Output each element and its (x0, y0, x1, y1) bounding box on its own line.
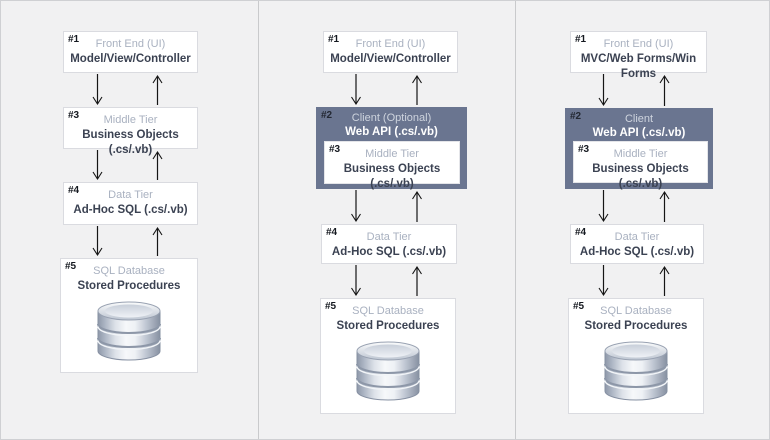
col2-middle-tier-box: #3 Middle Tier Business Objects (.cs/.vb… (324, 141, 460, 190)
col1-sql-database-box: #5 SQL Database Stored Procedures (60, 258, 198, 373)
box-subtitle: Business Objects (.cs/.vb) (592, 163, 689, 190)
box-title: Data Tier (614, 231, 660, 243)
box-title: Client (Optional) (351, 112, 432, 124)
box-title: Front End (UI) (95, 38, 166, 50)
box-number: #3 (68, 110, 80, 121)
box-subtitle: Model/View/Controller (330, 53, 451, 65)
box-subtitle: Business Objects (.cs/.vb) (82, 129, 179, 156)
col2-client-box: #2 Client (Optional) Web API (.cs/.vb) #… (316, 107, 467, 190)
panel-divider (515, 1, 516, 439)
box-subtitle: Model/View/Controller (70, 53, 191, 65)
col3-data-tier-box: #4 Data Tier Ad-Hoc SQL (.cs/.vb) (570, 224, 704, 264)
box-number: #4 (68, 185, 80, 196)
col3-middle-tier-box: #3 Middle Tier Business Objects (.cs/.vb… (573, 141, 708, 190)
box-number: #4 (575, 227, 587, 238)
box-subtitle: Ad-Hoc SQL (.cs/.vb) (331, 246, 447, 258)
box-title: Front End (UI) (355, 38, 426, 50)
box-title: SQL Database (352, 305, 424, 317)
box-title: Client (624, 113, 654, 125)
col2-data-tier-box: #4 Data Tier Ad-Hoc SQL (.cs/.vb) (321, 224, 457, 264)
col3-front-end-box: #1 Front End (UI) MVC/Web Forms/Win Form… (570, 31, 707, 80)
box-title: Middle Tier (103, 114, 158, 126)
box-title: Data Tier (108, 189, 153, 201)
box-number: #2 (570, 111, 582, 122)
box-title: Middle Tier (613, 148, 668, 160)
box-title: SQL Database (600, 305, 672, 317)
database-icon (97, 301, 161, 361)
box-number: #1 (68, 34, 80, 45)
box-subtitle: Web API (.cs/.vb) (345, 126, 438, 138)
box-number: #5 (573, 301, 585, 312)
database-icon (604, 341, 668, 401)
col2-sql-database-box: #5 SQL Database Stored Procedures (320, 298, 456, 414)
box-subtitle: Ad-Hoc SQL (.cs/.vb) (73, 204, 188, 216)
box-number: #2 (321, 110, 333, 121)
box-title: SQL Database (93, 265, 165, 277)
box-title: Front End (UI) (603, 38, 674, 50)
box-number: #5 (325, 301, 337, 312)
box-subtitle: Stored Procedures (336, 320, 440, 332)
col2-front-end-box: #1 Front End (UI) Model/View/Controller (323, 31, 458, 73)
box-subtitle: Stored Procedures (77, 280, 181, 292)
box-number: #3 (329, 144, 341, 155)
box-subtitle: Business Objects (.cs/.vb) (343, 163, 441, 190)
box-title: Data Tier (366, 231, 412, 243)
box-subtitle: Web API (.cs/.vb) (592, 127, 686, 139)
database-icon (356, 341, 420, 401)
box-subtitle: MVC/Web Forms/Win Forms (580, 53, 697, 80)
box-number: #4 (326, 227, 338, 238)
box-number: #5 (65, 261, 77, 272)
box-title: Middle Tier (365, 148, 419, 160)
col3-client-box: #2 Client Web API (.cs/.vb) #3 Middle Ti… (565, 108, 713, 190)
box-number: #1 (328, 34, 340, 45)
col3-sql-database-box: #5 SQL Database Stored Procedures (568, 298, 704, 414)
col1-data-tier-box: #4 Data Tier Ad-Hoc SQL (.cs/.vb) (63, 182, 198, 225)
box-number: #3 (578, 144, 590, 155)
box-number: #1 (575, 34, 587, 45)
box-subtitle: Stored Procedures (584, 320, 688, 332)
col1-front-end-box: #1 Front End (UI) Model/View/Controller (63, 31, 198, 73)
panel-divider (258, 1, 259, 439)
box-subtitle: Ad-Hoc SQL (.cs/.vb) (579, 246, 695, 258)
col1-middle-tier-box: #3 Middle Tier Business Objects (.cs/.vb… (63, 107, 198, 156)
